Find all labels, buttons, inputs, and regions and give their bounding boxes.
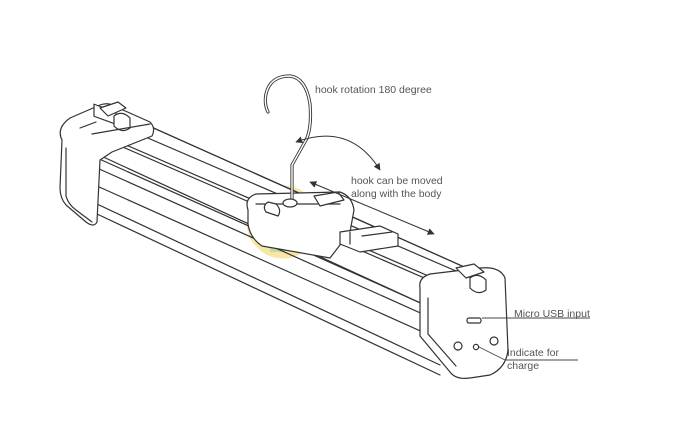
leader-lines xyxy=(478,317,590,361)
micro-usb-label: Micro USB input xyxy=(514,308,590,320)
indicate-line-2: charge xyxy=(507,360,540,372)
hook-rotation-label: hook rotation 180 degree xyxy=(315,84,432,96)
left-end-cap xyxy=(59,101,155,226)
slide-arrow xyxy=(309,181,435,235)
rotation-arrow xyxy=(295,135,381,171)
charge-indicator-label: Indicate for charge xyxy=(507,347,559,373)
hook xyxy=(263,74,313,208)
indicate-line-1: Indicate for xyxy=(507,347,559,359)
hook-moved-line-2: along with the body xyxy=(351,188,442,200)
hook-moved-line-1: hook can be moved xyxy=(351,175,443,187)
hook-moved-label: hook can be moved along with the body xyxy=(351,175,443,201)
hook-mount-block xyxy=(246,191,399,259)
